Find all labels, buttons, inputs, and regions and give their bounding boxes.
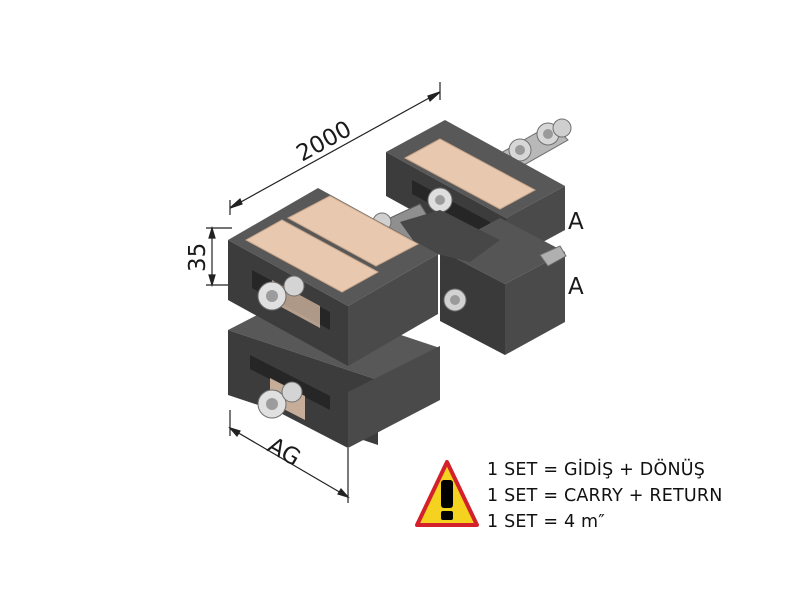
guide-block-back-top [386,120,565,262]
dimension-length-label: 2000 [292,116,356,167]
exclamation-warning-icon [415,460,479,527]
dimension-width-label: AG [263,433,305,472]
section-label-lower: A [568,274,584,300]
dimension-35 [206,225,232,288]
dimension-height-label: 35 [185,243,211,272]
note-line-1: 1 SET = GİDİŞ + DÖNÜŞ [487,460,706,480]
guide-block-front-top [228,188,438,366]
set-notes: 1 SET = GİDİŞ + DÖNÜŞ 1 SET = CARRY + RE… [487,457,723,535]
note-line-3: 1 SET = 4 m″ [487,512,606,532]
section-label-upper: A [568,209,584,235]
note-line-2: 1 SET = CARRY + RETURN [487,486,723,506]
dimension-2000 [229,82,441,215]
dimension-ag [228,410,350,503]
